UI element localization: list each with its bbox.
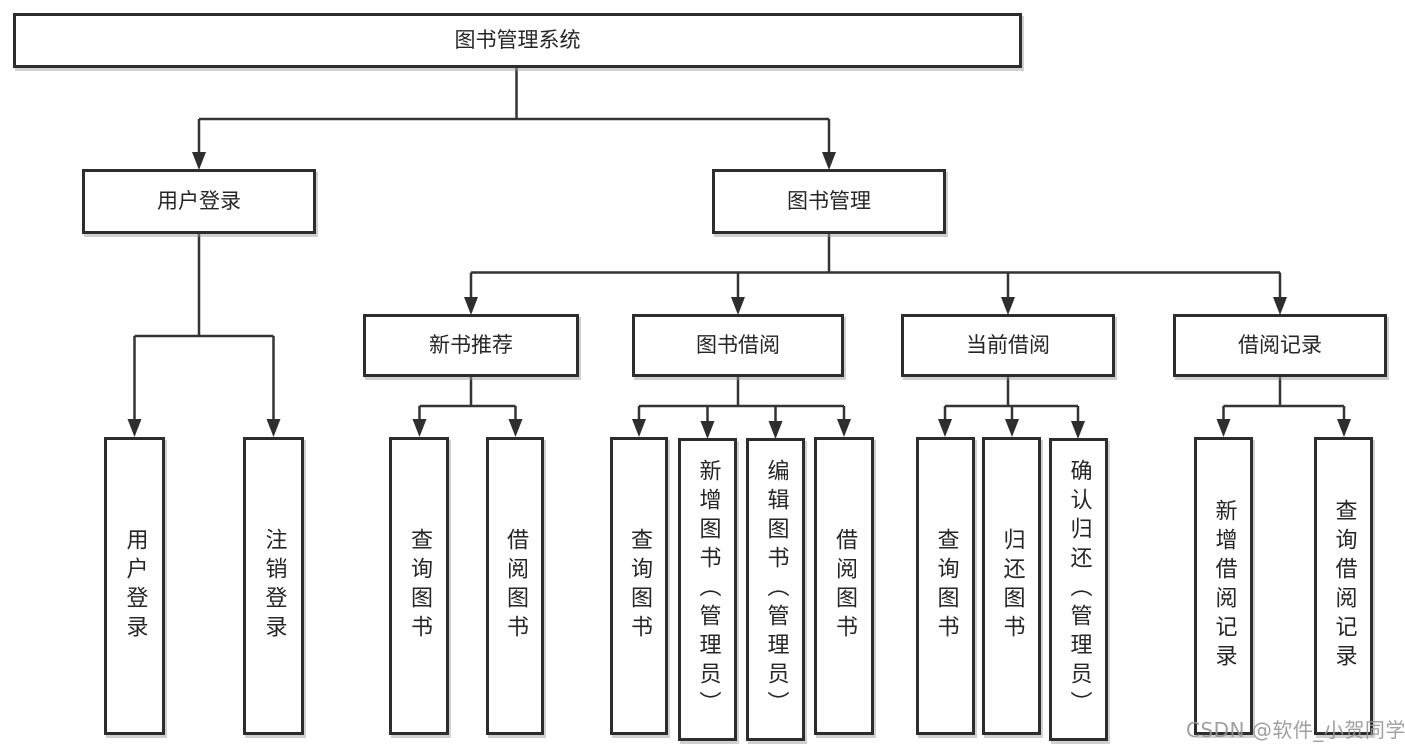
arrowhead bbox=[192, 152, 206, 170]
node-label: 用户登录 bbox=[122, 528, 148, 644]
arrowhead bbox=[632, 419, 646, 437]
arrowhead bbox=[266, 419, 281, 437]
arrowhead bbox=[1005, 419, 1019, 437]
node-label: 借阅图书 bbox=[503, 528, 528, 644]
arrowhead bbox=[1071, 421, 1085, 439]
node-label: 新增图书（管理员） bbox=[695, 459, 721, 720]
leaf-query-books-borrow: 查询图书 bbox=[610, 437, 668, 735]
leaf-return-book: 归还图书 bbox=[982, 437, 1041, 735]
node-label: 查询借阅记录 bbox=[1331, 499, 1357, 673]
arrowhead bbox=[1001, 297, 1015, 315]
arrowhead bbox=[1337, 419, 1351, 437]
arrowhead bbox=[731, 297, 745, 315]
node-label: 注销登录 bbox=[261, 528, 287, 644]
node-label: 确认归还（管理员） bbox=[1066, 459, 1092, 720]
node-borrow-records: 借阅记录 bbox=[1173, 314, 1387, 377]
arrowhead bbox=[822, 152, 836, 170]
node-label: 归还图书 bbox=[999, 528, 1025, 644]
leaf-borrow-books-borrow: 借阅图书 bbox=[814, 437, 874, 735]
node-label: 查询图书 bbox=[627, 528, 652, 644]
node-label: 查询图书 bbox=[407, 528, 432, 644]
connector-current-borrow-to-leaves bbox=[943, 377, 1080, 422]
connector-borrow-records-to-leaves bbox=[1222, 377, 1346, 420]
node-label: 图书借阅 bbox=[696, 333, 780, 357]
arrowhead bbox=[768, 421, 783, 439]
node-label: 查询图书 bbox=[933, 528, 959, 644]
csdn-watermark: CSDN @软件_小贺同学 bbox=[1186, 718, 1405, 742]
arrowhead bbox=[412, 419, 427, 437]
connector-user-login-to-leaves bbox=[133, 234, 275, 420]
node-current-borrow: 当前借阅 bbox=[901, 314, 1115, 377]
connector-new-book-to-leaves bbox=[418, 377, 517, 420]
node-label: 新增借阅记录 bbox=[1211, 499, 1237, 673]
node-book-management: 图书管理 bbox=[712, 169, 946, 234]
node-label: 新书推荐 bbox=[429, 333, 513, 357]
leaf-add-borrow-record: 新增借阅记录 bbox=[1194, 437, 1253, 735]
node-book-borrow: 图书借阅 bbox=[632, 314, 844, 377]
leaf-confirm-return-admin: 确认归还（管理员） bbox=[1049, 438, 1108, 741]
leaf-query-borrow-record: 查询借阅记录 bbox=[1314, 437, 1373, 735]
node-label: 用户登录 bbox=[157, 189, 241, 213]
leaf-borrow-books-recommend: 借阅图书 bbox=[486, 437, 544, 735]
leaf-add-book-admin: 新增图书（管理员） bbox=[678, 438, 737, 741]
node-label: 借阅图书 bbox=[832, 528, 857, 644]
arrowhead bbox=[1273, 297, 1287, 315]
connector-book-borrow-to-leaves bbox=[637, 377, 846, 422]
leaf-user-login: 用户登录 bbox=[104, 437, 165, 735]
arrowhead bbox=[938, 419, 952, 437]
node-label: 当前借阅 bbox=[966, 333, 1050, 357]
arrowhead bbox=[837, 419, 851, 437]
arrowhead bbox=[1216, 419, 1231, 437]
node-label: 图书管理 bbox=[787, 189, 871, 213]
connector-root-to-level2 bbox=[197, 68, 831, 153]
node-label: 图书管理系统 bbox=[454, 28, 581, 52]
leaf-query-books-recommend: 查询图书 bbox=[389, 437, 449, 735]
arrowhead bbox=[508, 419, 523, 437]
arrowhead bbox=[464, 297, 478, 315]
arrowhead bbox=[700, 421, 715, 439]
node-user-login: 用户登录 bbox=[82, 169, 316, 234]
connector-book-management-to-level3 bbox=[469, 234, 1282, 298]
node-system-root: 图书管理系统 bbox=[13, 13, 1022, 68]
node-label: 编辑图书（管理员） bbox=[763, 459, 789, 720]
node-label: 借阅记录 bbox=[1238, 333, 1322, 357]
arrowhead bbox=[127, 419, 142, 437]
node-new-book-recommend: 新书推荐 bbox=[363, 314, 579, 377]
leaf-logout: 注销登录 bbox=[243, 437, 304, 735]
leaf-edit-book-admin: 编辑图书（管理员） bbox=[746, 438, 805, 741]
leaf-query-books-current: 查询图书 bbox=[916, 437, 975, 735]
